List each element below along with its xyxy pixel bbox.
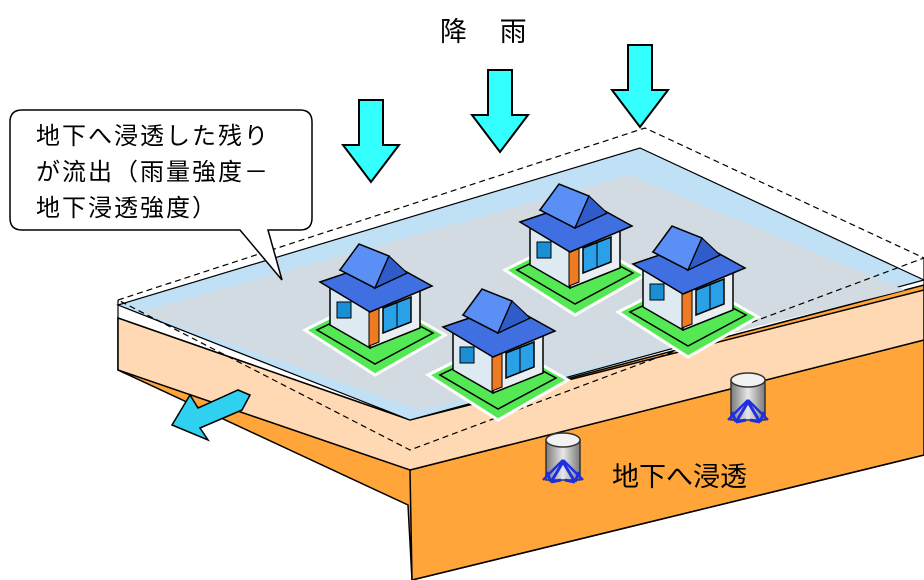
ground-surface bbox=[140, 175, 905, 410]
infiltration-pit-icon bbox=[541, 431, 585, 484]
callout-bubble bbox=[9, 109, 313, 281]
callout-line-3: 地下浸透強度） bbox=[36, 194, 218, 222]
down-arrow-icon bbox=[611, 44, 669, 128]
callout-line-2: が流出（雨量強度－ bbox=[36, 158, 270, 186]
callout-line-1: 地下へ浸透した残り bbox=[36, 122, 270, 150]
down-arrow-icon bbox=[342, 99, 400, 183]
rain-volume-outline bbox=[116, 127, 924, 451]
callout-text: 地下へ浸透した残り が流出（雨量強度－ 地下浸透強度） bbox=[36, 118, 306, 226]
down-arrow-icon bbox=[471, 69, 529, 153]
diagram-title: 降 雨 bbox=[440, 17, 539, 48]
infiltration-pit-icon bbox=[726, 371, 770, 424]
outflow-arrow-icon bbox=[170, 389, 252, 442]
infiltration-label: 地下へ浸透 bbox=[612, 462, 747, 493]
